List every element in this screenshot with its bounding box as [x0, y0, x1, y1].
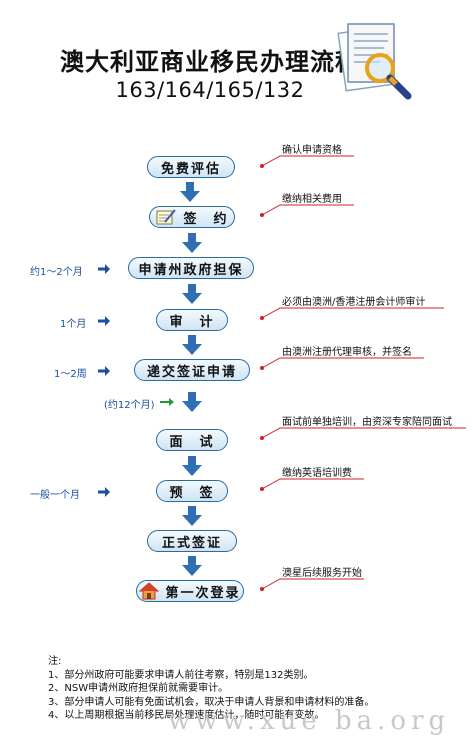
duration-label: (约12个月) [104, 400, 155, 411]
step-label: 免费评估 [160, 161, 221, 177]
annotation-leader [260, 155, 354, 168]
annotation-text: 面试前单独培训，由资深专家陪同面试 [282, 417, 452, 428]
down-arrow-icon [182, 392, 202, 412]
annotation-leader [260, 427, 466, 440]
step-label: 签 约 [183, 211, 229, 227]
footnotes: 注: 1、部分州政府可能要求申请人前往考察，特别是132类别。 2、NSW申请州… [48, 655, 374, 723]
annotation-text: 缴纳英语培训费 [282, 468, 352, 479]
step-label: 申请州政府担保 [138, 262, 244, 278]
page-title: 澳大利亚商业移民办理流程 [60, 48, 360, 76]
annotation-leader [260, 357, 424, 370]
down-arrow-icon [182, 335, 202, 355]
annotation-text: 澳星后续服务开始 [282, 568, 362, 579]
annotation-text: 由澳洲注册代理审核，并签名 [282, 347, 412, 358]
right-arrow-icon [98, 316, 110, 326]
step-submit-visa-application: 递交签证申请 [134, 359, 250, 381]
footnote-item: 2、NSW申请州政府担保前就需要审计。 [48, 683, 229, 694]
duration-label: 约1～2个月 [30, 267, 83, 278]
annotation-text: 确认申请资格 [282, 145, 342, 156]
annotation-text: 缴纳相关费用 [282, 194, 342, 205]
step-interview: 面 试 [156, 429, 228, 451]
page-subtitle: 163/164/165/132 [115, 78, 305, 102]
step-state-sponsorship: 申请州政府担保 [128, 257, 254, 279]
step-first-entry: 第一次登录 [136, 580, 244, 602]
right-arrow-icon [98, 366, 110, 376]
footnote-item: 1、部分州政府可能要求申请人前往考察，特别是132类别。 [48, 669, 314, 681]
step-pre-visa: 预 签 [156, 480, 228, 502]
duration-label: 1～2周 [54, 369, 87, 380]
step-label: 递交签证申请 [146, 364, 237, 380]
step-label: 预 签 [169, 485, 215, 501]
annotation-leader [260, 307, 444, 320]
duration-label: 一般一个月 [30, 490, 80, 501]
green-right-arrow-icon [160, 398, 174, 406]
annotation-leader [260, 204, 354, 217]
down-arrow-icon [182, 556, 202, 576]
down-arrow-icon [180, 182, 200, 202]
duration-label: 1个月 [60, 319, 87, 330]
annotation-text: 必须由澳洲/香港注册会计师审计 [282, 297, 426, 308]
document-magnifier-icon [337, 23, 412, 100]
footnote-heading: 注: [48, 656, 62, 667]
down-arrow-icon [182, 506, 202, 526]
step-label: 面 试 [169, 434, 215, 450]
annotation-leader [260, 478, 364, 491]
watermark: www.xue ba.org [168, 706, 451, 736]
step-label: 第一次登录 [165, 585, 241, 601]
down-arrow-icon [182, 456, 202, 476]
footnote-item: 4、以上周期根据当前移民局处理速度估计，随时可能有变故。 [48, 710, 325, 721]
right-arrow-icon [98, 264, 110, 274]
step-label: 正式签证 [161, 535, 222, 551]
house-icon [139, 582, 160, 600]
step-free-assessment: 免费评估 [147, 156, 235, 178]
down-arrow-icon [182, 233, 202, 253]
step-sign-contract: 签 约 [149, 206, 235, 228]
step-audit: 审 计 [156, 309, 228, 331]
down-arrow-icon [182, 284, 202, 304]
annotation-leader [260, 578, 364, 591]
footnote-item: 3、部分申请人可能有免面试机会，取决于申请人背景和申请材料的准备。 [48, 696, 375, 708]
notepad-pen-icon [155, 208, 177, 226]
right-arrow-icon [98, 487, 110, 497]
step-label: 审 计 [169, 314, 215, 330]
step-formal-visa: 正式签证 [147, 530, 237, 552]
